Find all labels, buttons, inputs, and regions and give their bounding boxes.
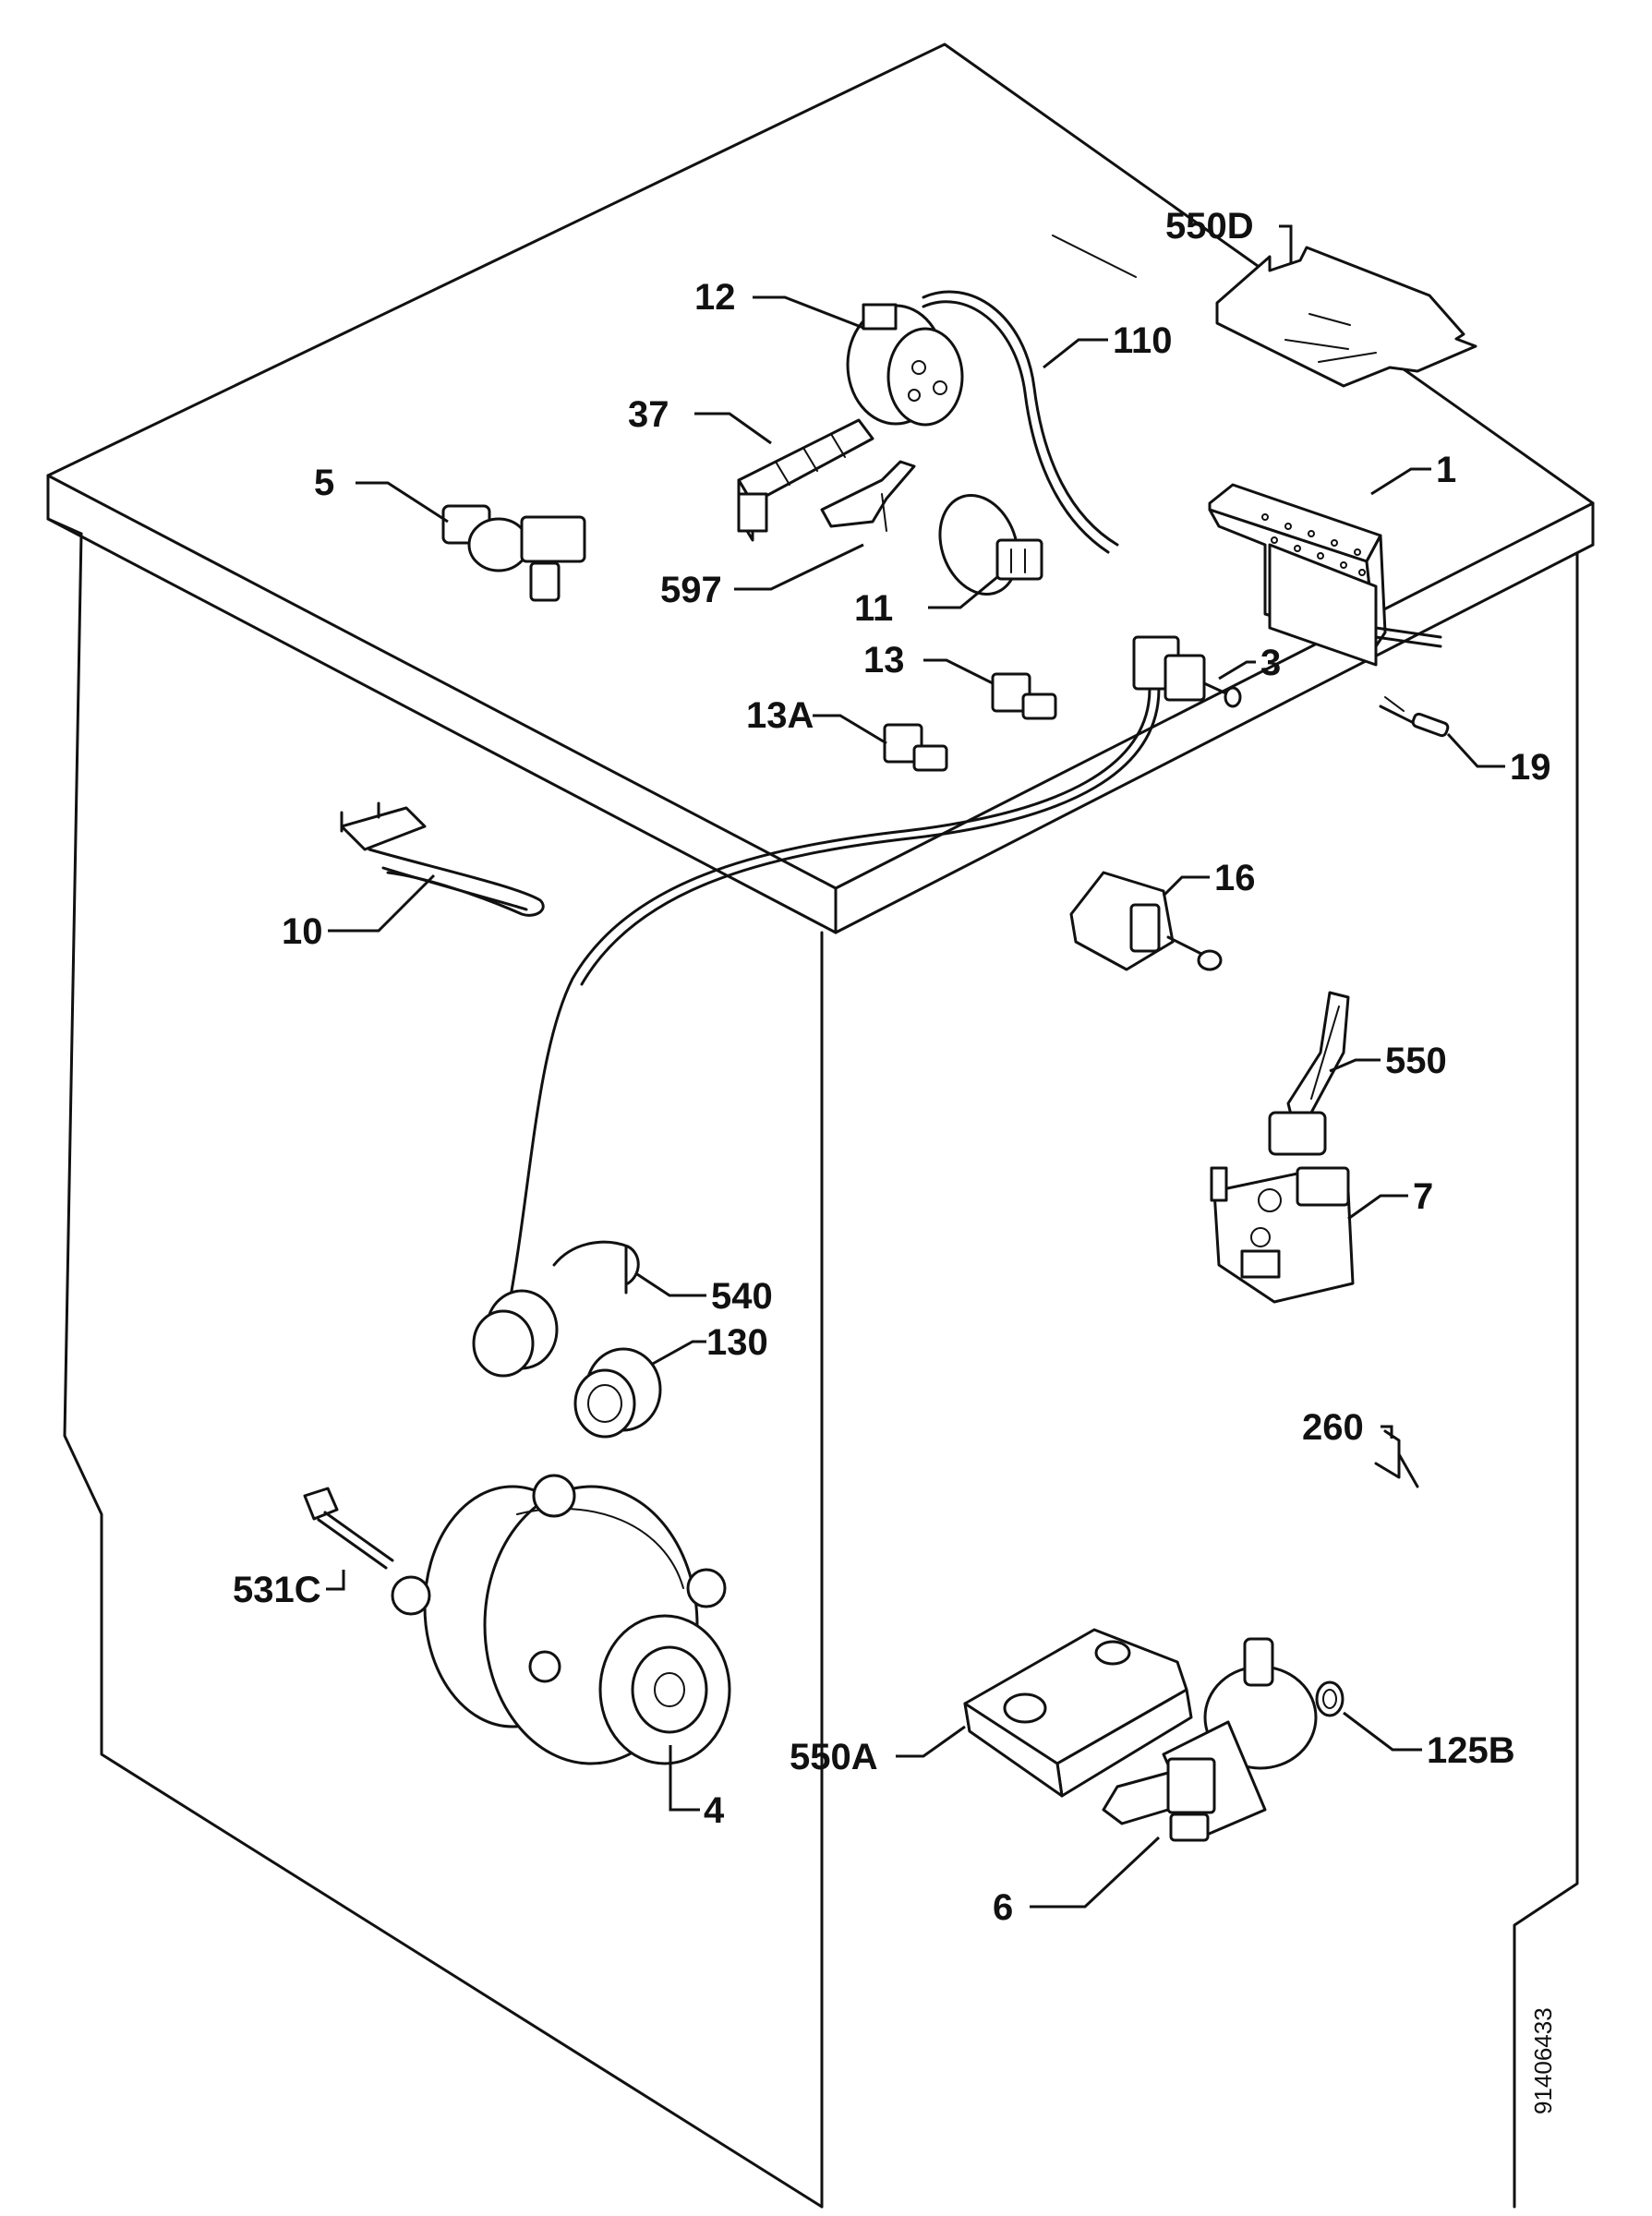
inlet-valve-5 xyxy=(441,504,586,602)
label-7: 7 xyxy=(1413,1176,1433,1217)
label-19: 19 xyxy=(1510,747,1551,788)
cabinet-outline xyxy=(46,42,1595,2209)
label-3: 3 xyxy=(1260,643,1281,683)
cable-tie-550 xyxy=(1286,991,1350,1124)
label-550: 550 xyxy=(1385,1041,1447,1081)
cover-plate-550D xyxy=(1215,246,1477,388)
label-540: 540 xyxy=(711,1276,773,1317)
label-597: 597 xyxy=(660,570,722,610)
label-11: 11 xyxy=(854,588,893,629)
label-4: 4 xyxy=(704,1790,725,1831)
switch-3 xyxy=(1132,635,1242,708)
label-1: 1 xyxy=(1436,450,1456,490)
screw-531C xyxy=(303,1487,394,1570)
label-37: 37 xyxy=(628,394,669,435)
clip-540 xyxy=(552,1240,640,1295)
label-550A: 550A xyxy=(790,1737,878,1777)
leader-lines xyxy=(326,224,1505,1909)
o-ring-125B xyxy=(1315,1680,1345,1717)
label-260: 260 xyxy=(1302,1407,1364,1448)
drawing-code: 91406433 xyxy=(1529,2007,1557,2114)
label-130: 130 xyxy=(706,1322,768,1363)
programmer-timer-1 xyxy=(1208,483,1442,667)
spring-clip-260 xyxy=(1374,1429,1419,1488)
grommet-plug xyxy=(472,1289,559,1378)
drain-pump-6 xyxy=(1102,1637,1318,1842)
callout-labels: 550D 12 110 37 5 1 597 11 13 3 13A 19 16… xyxy=(233,206,1551,1928)
label-5: 5 xyxy=(314,463,334,503)
capacitor-11 xyxy=(938,494,1043,596)
pressure-switch-12 xyxy=(846,303,964,427)
label-6: 6 xyxy=(993,1887,1013,1928)
valve-7 xyxy=(1210,1111,1355,1304)
label-10: 10 xyxy=(282,911,323,952)
label-16: 16 xyxy=(1214,858,1256,898)
motor-4 xyxy=(391,1474,731,1765)
heating-element-10 xyxy=(340,801,545,917)
door-lock-16 xyxy=(1069,871,1223,971)
hose-110 xyxy=(922,290,1119,554)
label-13: 13 xyxy=(863,640,905,680)
cable-3 xyxy=(506,687,1161,1313)
sensor-19 xyxy=(1379,696,1450,738)
label-531C: 531C xyxy=(233,1570,321,1610)
grommet-130 xyxy=(573,1347,662,1439)
label-13A: 13A xyxy=(746,695,814,736)
label-110: 110 xyxy=(1113,320,1173,361)
terminal-block-37 xyxy=(737,418,874,542)
label-125B: 125B xyxy=(1427,1730,1515,1771)
label-550D: 550D xyxy=(1165,206,1254,247)
cover-block-550A xyxy=(963,1628,1193,1798)
label-12: 12 xyxy=(694,277,736,318)
connector-13 xyxy=(991,672,1057,720)
clip-597 xyxy=(820,460,916,532)
connector-13A xyxy=(883,723,948,772)
